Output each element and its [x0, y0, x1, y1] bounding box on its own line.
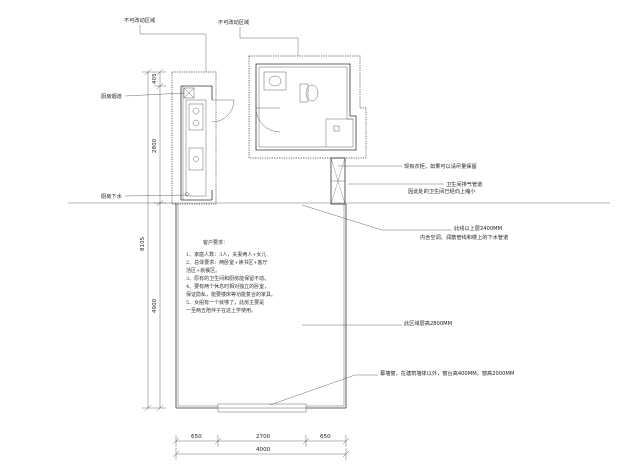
bathroom-door: [255, 107, 281, 133]
dim-650-left: 650: [191, 434, 202, 440]
requirement-line: 1、家庭人数：3人，夫妻两人+女儿: [186, 251, 267, 258]
floor-drain-icon: [333, 125, 340, 132]
drain-point-icon: [185, 192, 189, 196]
dim-650-right: 650: [320, 434, 331, 440]
kitchen-door: [211, 99, 235, 123]
label-bath-vent: 卫生间排气管道: [446, 180, 482, 188]
main-room: [175, 203, 347, 413]
label-kitchen-flue: 厨房烟道: [101, 92, 122, 100]
requirements-title: 客户要求：: [203, 239, 228, 246]
requirement-line: 2、总体要求：两卧室+读书区+客厅: [186, 259, 268, 266]
washbasin-icon: [263, 71, 287, 91]
wardrobe: [330, 157, 346, 205]
bathroom: [255, 63, 357, 151]
dim-405: 405: [152, 73, 158, 84]
kitchen: [180, 85, 235, 201]
label-curtain-wall: 幕墙窗，在建筑墙体以外，窗台高400MM，窗高2000MM: [380, 369, 514, 377]
dim-4900: 4900: [152, 298, 158, 313]
dim-2800: 2800: [152, 138, 158, 153]
requirement-line: 保证隐私，能要楼床等功能复合的家具。: [186, 291, 276, 298]
label-above-line-detail: 内含空调、润筋管线和楼上的下水管道: [420, 233, 508, 241]
label-floor-height: 此区域层高2800MM: [404, 319, 452, 327]
requirement-line: 一至两五陪伴子在这上学使用。: [186, 307, 256, 314]
requirement-line: 3、原有的卫生间和厨房能保留不动。: [186, 275, 269, 282]
toilet-icon: [299, 83, 309, 103]
label-kitchen-drain: 厨房下水: [101, 192, 123, 200]
no-change-zone-bathroom: [248, 55, 367, 159]
label-above-line: 此线以上层2400MM: [454, 224, 502, 232]
requirement-line: 活区+就餐区。: [186, 267, 220, 274]
vertical-dimension-chain: 405 2800 4900 8105: [140, 68, 166, 412]
customer-requirements: 客户要求： 1、家庭人数：3人，夫妻两人+女儿 2、总体要求：两卧室+读书区+客…: [186, 239, 276, 314]
horizontal-dimension-chain: 650 2700 650 4000: [172, 434, 350, 460]
label-no-change-right: 不可改动区域: [218, 18, 249, 26]
dim-4000: 4000: [256, 447, 271, 453]
requirement-line: 4、要有两个休息时相对独立的卧室，: [186, 283, 269, 290]
sink-icon: [188, 147, 204, 171]
label-no-change-left: 不可改动区域: [124, 16, 155, 24]
label-bath-shrink: 因此处的卫生间已经向上缩小: [408, 187, 476, 195]
requirement-line: 5、女船有一个就够了，此房主要是: [186, 299, 264, 306]
cooktop-icon: [188, 103, 204, 131]
label-wardrobe: 现有衣柜，如果可以请尽量保留: [404, 162, 477, 170]
no-change-zone-kitchen: [171, 71, 217, 205]
dim-2700: 2700: [256, 434, 271, 440]
dim-8105: 8105: [140, 236, 146, 251]
